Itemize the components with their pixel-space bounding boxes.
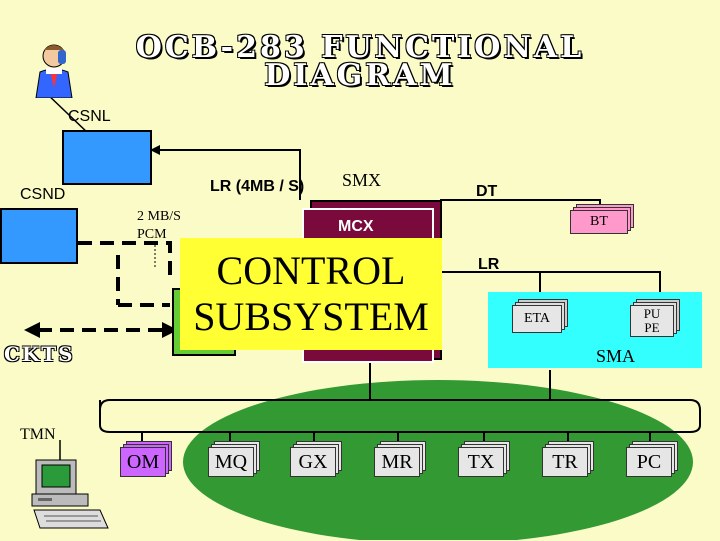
person-on-phone-icon [28,40,80,99]
csnd-label: CSND [20,186,66,203]
diagram-title-line1: OCB-283 FUNCTIONAL [135,30,585,65]
module-label: GX [298,450,328,473]
tmn-label: TMN [20,426,56,443]
module-mq: MQ [208,441,260,477]
diagram-title-line2: DIAGRAM [264,58,456,93]
dt-label: DT [476,183,498,200]
module-label: PC [636,450,662,473]
lr-right-label: LR [478,256,500,273]
module-label: MR [381,450,413,473]
lr-top-label: LR (4MB / S) [210,178,305,195]
smx-label: SMX [342,170,382,190]
ring-backbone-fill [183,380,693,540]
module-tx: TX [458,441,510,477]
eta-stack: ETA [512,299,568,333]
bt-stack: BT [570,204,634,234]
csnl-box [62,130,152,185]
module-tr: TR [542,441,594,477]
module-label: TX [467,450,495,473]
module-label: TR [552,450,578,473]
ckts-label: CKTS [4,342,75,366]
eta-label: ETA [523,311,551,326]
sma-label: SMA [596,346,636,366]
csnl-label: CSNL [68,108,111,125]
pupe-label: PU PE [643,306,661,335]
module-pc: PC [626,441,678,477]
pcm-label: 2 MB/S PCM [137,209,181,242]
csnd-box [0,208,78,264]
control-subsystem-box: CONTROL SUBSYSTEM [180,238,442,350]
bt-label: BT [590,214,608,229]
module-gx: GX [290,441,342,477]
computer-terminal-icon [30,458,110,536]
module-label: MQ [214,450,248,473]
module-om: OM [120,441,172,477]
pupe-stack: PU PE [630,299,680,337]
mcx-label: MCX [338,218,374,235]
module-mr: MR [374,441,426,477]
control-subsystem-label: CONTROL SUBSYSTEM [193,248,429,339]
module-label: OM [126,450,160,473]
